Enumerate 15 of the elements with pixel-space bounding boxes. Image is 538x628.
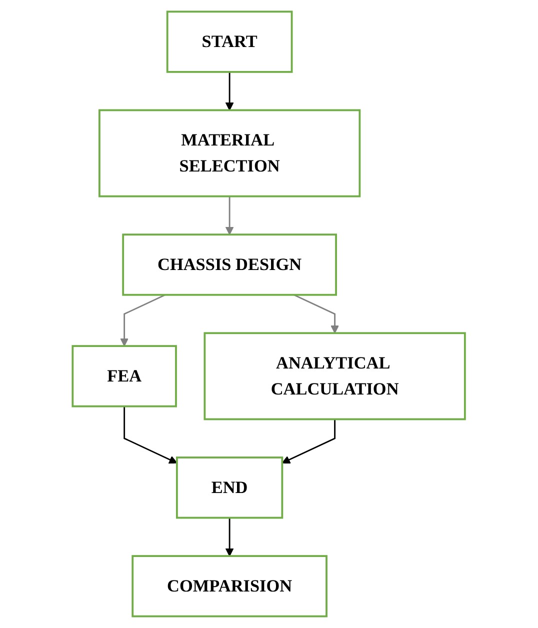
node-box [204, 332, 466, 420]
arrow [120, 294, 166, 346]
arrow [226, 196, 234, 235]
node-box [132, 555, 328, 618]
node-box [176, 456, 284, 519]
arrow [124, 406, 178, 464]
node-box [72, 345, 178, 408]
node-box [166, 10, 293, 73]
node-box [98, 109, 361, 198]
flowchart: START MATERIAL SELECTION CHASSIS DESIGN FEA ANALYTICAL CALCULATION END COMPARISION [65, 4, 473, 624]
arrow [226, 518, 234, 556]
arrow [226, 72, 234, 111]
arrow [282, 419, 336, 464]
arrow [294, 294, 340, 334]
node-box [122, 234, 338, 296]
